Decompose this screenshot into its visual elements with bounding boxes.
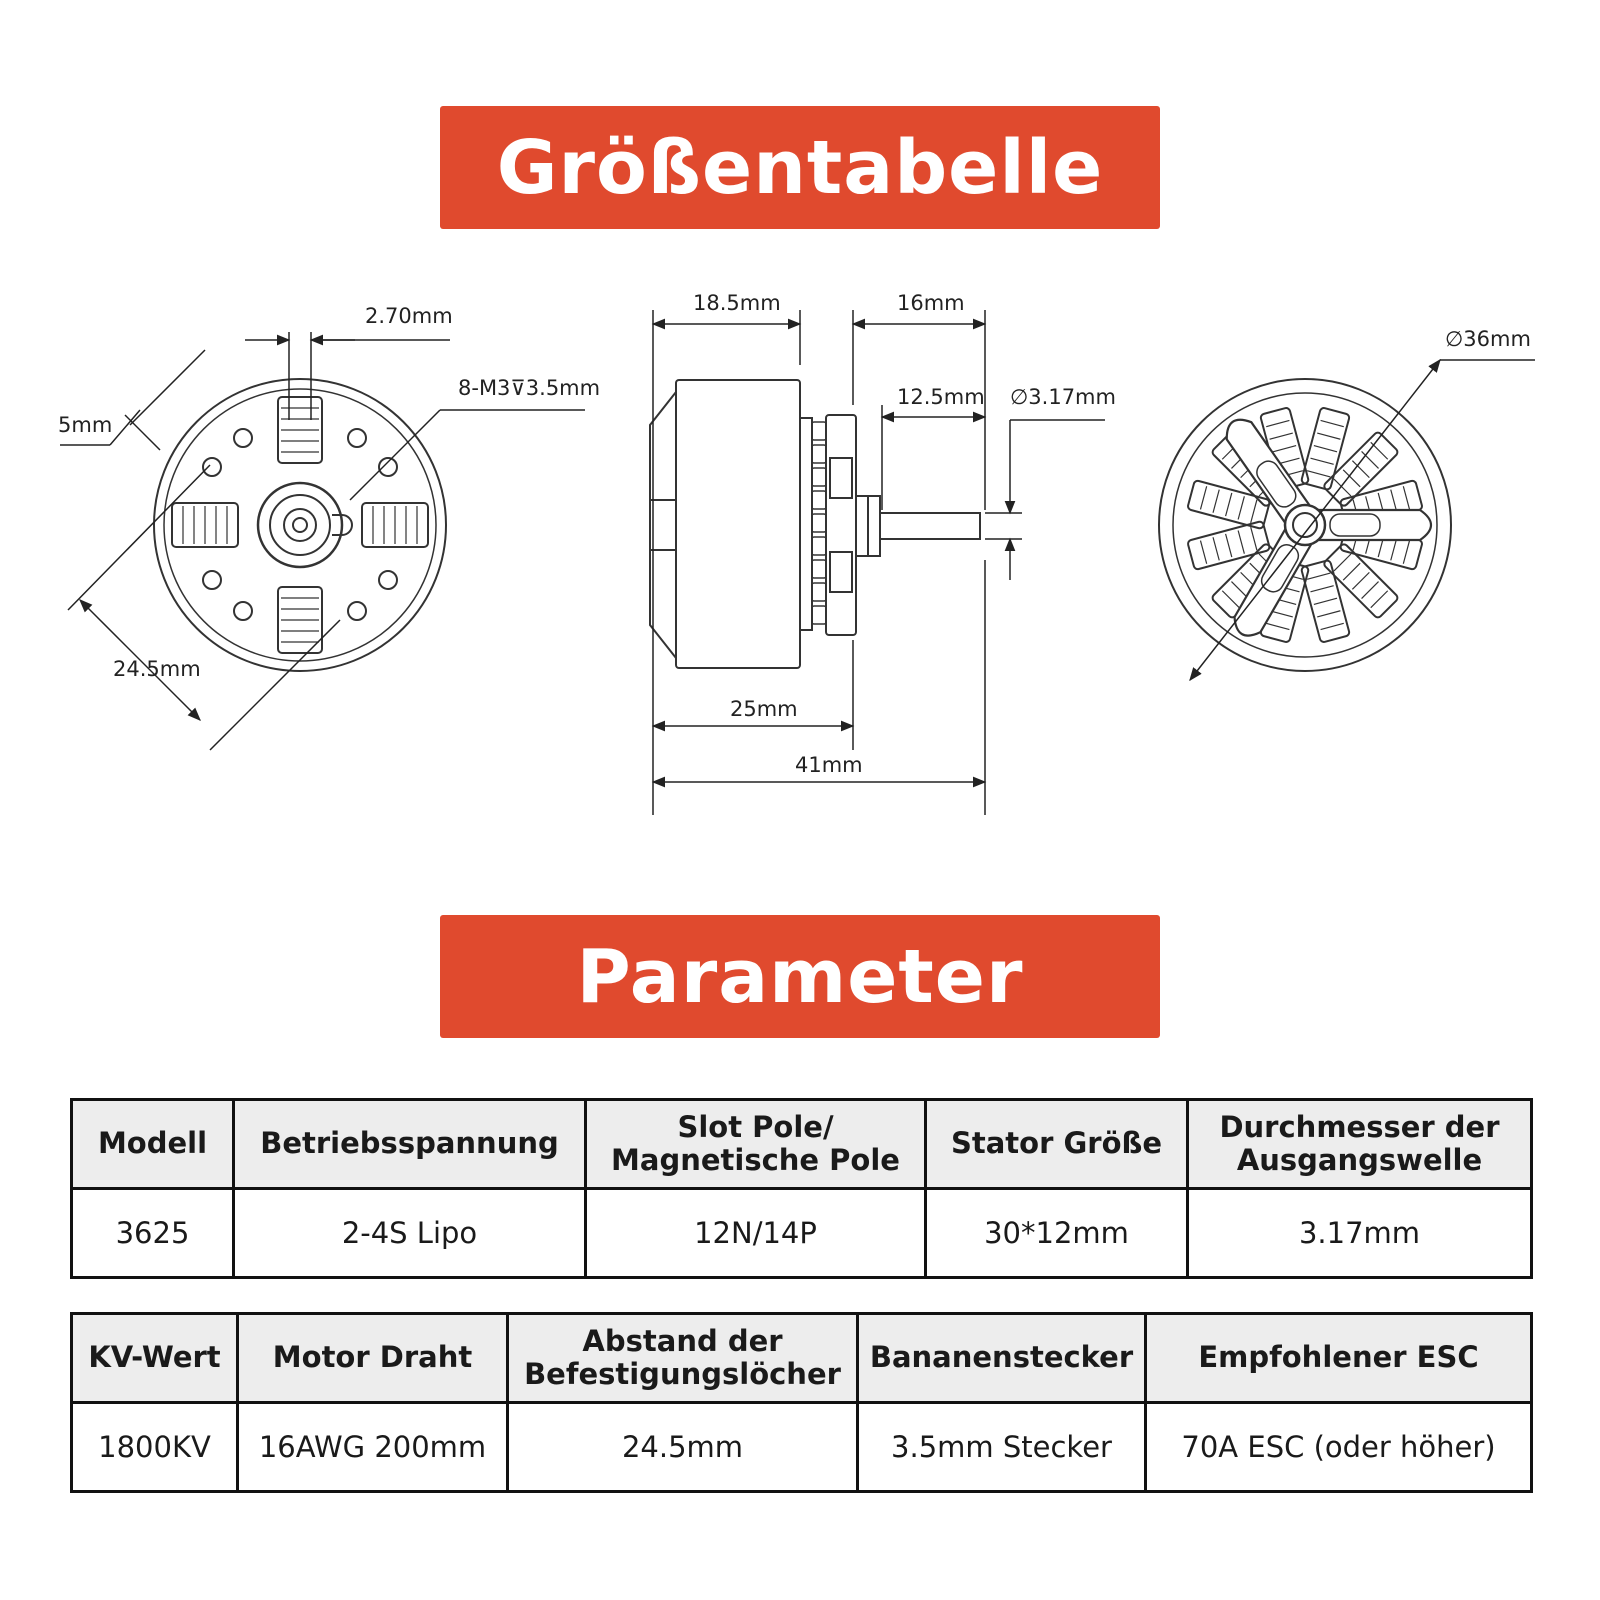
front-outer-ring: [153, 378, 447, 672]
table-header-row: KV-Wert Motor Draht Abstand der Befestig…: [70, 1312, 1533, 1404]
value-hole-spacing: 24.5mm: [506, 1401, 859, 1493]
value-recommended-esc: 70A ESC (oder höher): [1144, 1401, 1533, 1493]
size-chart-banner: Größentabelle: [440, 106, 1160, 229]
mount-hole: [378, 570, 398, 590]
stator-coil: [171, 502, 239, 548]
header-slot-poles: Slot Pole/ Magnetische Pole: [584, 1098, 927, 1190]
dim-slot-width: 2.70mm: [365, 304, 453, 328]
header-stator-size: Stator Größe: [924, 1098, 1189, 1190]
stator-coil: [1323, 543, 1399, 619]
table-row: 3625 2-4S Lipo 12N/14P 30*12mm 3.17mm: [70, 1187, 1533, 1279]
mount-hole: [233, 428, 253, 448]
value-slot-poles: 12N/14P: [584, 1187, 927, 1279]
dim-shaft-length: 16mm: [897, 291, 965, 315]
parameter-banner: Parameter: [440, 915, 1160, 1038]
dim-outer-diameter: ∅36mm: [1445, 327, 1531, 351]
stator-coil: [277, 396, 323, 464]
dim-mount-screws: 8-M3⊽3.5mm: [458, 376, 600, 400]
side-view: [649, 379, 981, 669]
size-chart-title: Größentabelle: [496, 124, 1104, 211]
value-shaft-diameter: 3.17mm: [1186, 1187, 1533, 1279]
value-operating-voltage: 2-4S Lipo: [232, 1187, 587, 1279]
value-stator-size: 30*12mm: [924, 1187, 1189, 1279]
value-banana-plug: 3.5mm Stecker: [856, 1401, 1147, 1493]
dim-hole-spacing: 24.5mm: [113, 657, 201, 681]
table-row: 1800KV 16AWG 200mm 24.5mm 3.5mm Stecker …: [70, 1401, 1533, 1493]
table-header-row: Modell Betriebsspannung Slot Pole/ Magne…: [70, 1098, 1533, 1190]
mount-hole: [347, 601, 367, 621]
header-model: Modell: [70, 1098, 235, 1190]
rear-view: [1158, 378, 1452, 672]
side-mount-plate: [825, 414, 857, 636]
header-shaft-diameter: Durchmesser der Ausgangswelle: [1186, 1098, 1533, 1190]
spec-table-1: Modell Betriebsspannung Slot Pole/ Magne…: [70, 1098, 1533, 1279]
dim-slot-depth: 5mm: [58, 413, 112, 437]
value-motor-wire: 16AWG 200mm: [236, 1401, 509, 1493]
front-view: [153, 378, 447, 672]
header-motor-wire: Motor Draht: [236, 1312, 509, 1404]
mount-hole: [202, 457, 222, 477]
header-kv-value: KV-Wert: [70, 1312, 239, 1404]
motor-dimension-drawing: 2.70mm 5mm 8-M3⊽3.5mm 24.5mm: [58, 291, 1535, 815]
dim-shaft-exposed: 12.5mm: [897, 385, 985, 409]
dim-base-to-mount: 25mm: [730, 697, 798, 721]
side-shaft: [879, 512, 981, 540]
stator-coil: [361, 502, 429, 548]
parameter-title: Parameter: [576, 933, 1024, 1020]
mount-hole: [378, 457, 398, 477]
mount-hole: [233, 601, 253, 621]
dim-shaft-diameter: ∅3.17mm: [1010, 385, 1116, 409]
dim-total-length: 41mm: [795, 753, 863, 777]
header-recommended-esc: Empfohlener ESC: [1144, 1312, 1533, 1404]
front-hub: [256, 481, 344, 569]
header-hole-spacing: Abstand der Befestigungslöcher: [506, 1312, 859, 1404]
mount-hole: [347, 428, 367, 448]
stator-coil: [277, 586, 323, 654]
side-bell: [675, 379, 801, 669]
spec-table-2: KV-Wert Motor Draht Abstand der Befestig…: [70, 1312, 1533, 1493]
header-operating-voltage: Betriebsspannung: [232, 1098, 587, 1190]
header-banana-plug: Bananenstecker: [856, 1312, 1147, 1404]
value-model: 3625: [70, 1187, 235, 1279]
value-kv-value: 1800KV: [70, 1401, 239, 1493]
dim-body-length: 18.5mm: [693, 291, 781, 315]
mount-hole: [202, 570, 222, 590]
